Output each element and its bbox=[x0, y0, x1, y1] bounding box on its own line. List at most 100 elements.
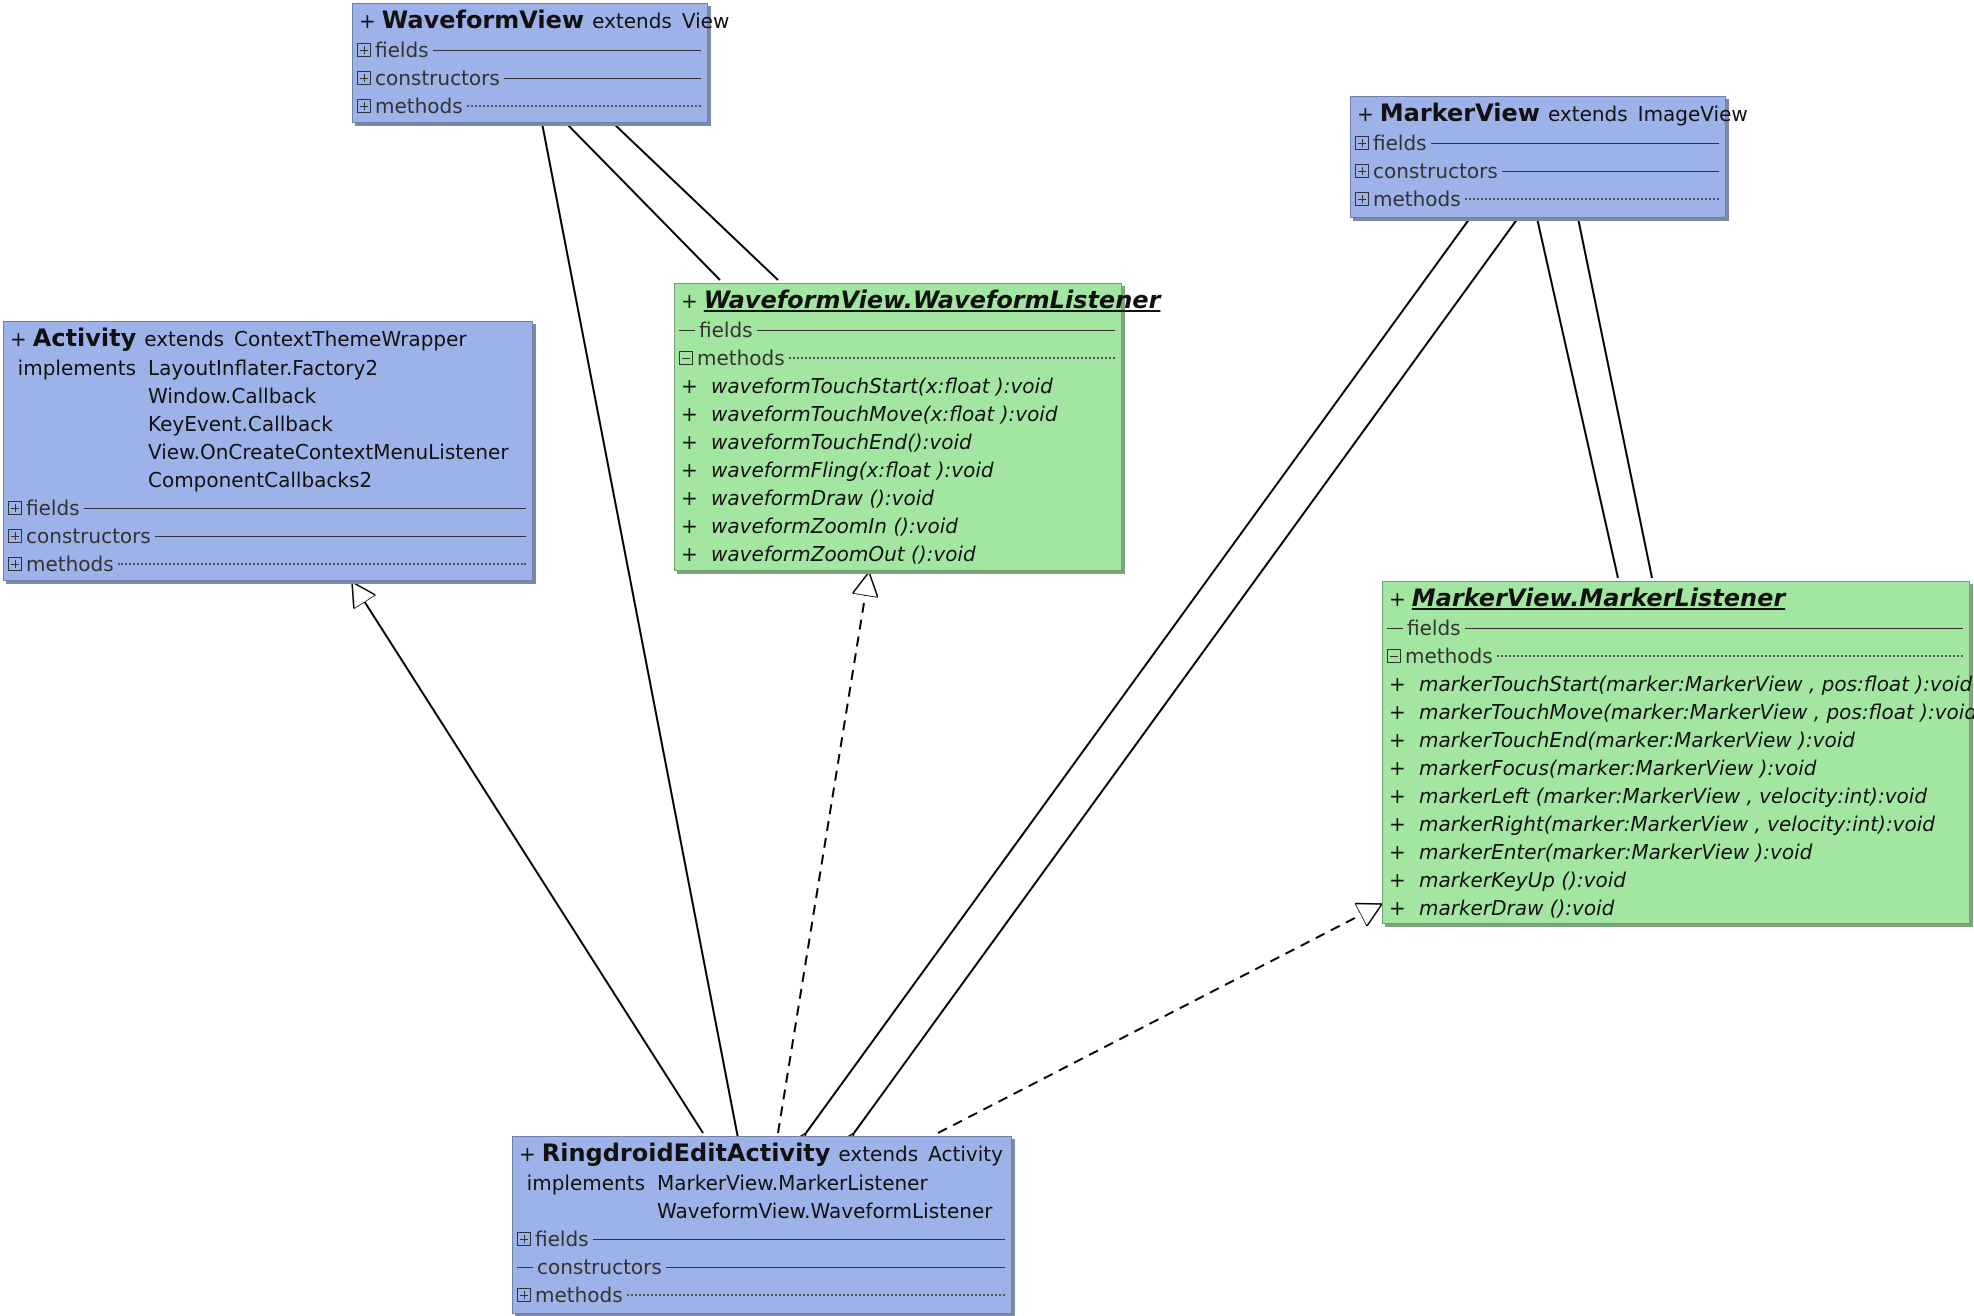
plus-box-icon[interactable] bbox=[8, 501, 22, 515]
method-signature: waveformTouchStart(x:float ):void bbox=[711, 374, 1053, 398]
plus-box-icon[interactable] bbox=[357, 99, 371, 113]
section-label: methods bbox=[375, 94, 463, 118]
plus-box-icon[interactable] bbox=[517, 1288, 531, 1302]
section-fields[interactable]: fields bbox=[353, 36, 707, 64]
extends-keyword: extends bbox=[592, 9, 672, 33]
minus-box-icon[interactable] bbox=[1387, 649, 1401, 663]
interface-name: WaveformView.WaveformListener bbox=[657, 1199, 993, 1223]
parent-class: ContextThemeWrapper bbox=[234, 327, 467, 351]
divider bbox=[83, 507, 526, 509]
divider bbox=[1464, 198, 1719, 200]
method-signature: markerTouchMove(marker:MarkerView , pos:… bbox=[1419, 700, 1974, 724]
section-constructors[interactable]: constructors bbox=[4, 522, 532, 550]
section-methods[interactable]: methods bbox=[675, 344, 1121, 372]
plus-box-icon[interactable] bbox=[357, 71, 371, 85]
visibility-marker: + bbox=[1389, 728, 1406, 752]
section-methods[interactable]: methods bbox=[1351, 185, 1725, 213]
visibility-marker: + bbox=[1357, 102, 1374, 126]
visibility-marker: + bbox=[681, 542, 698, 566]
implements-row: WaveformView.WaveformListener bbox=[513, 1197, 1011, 1225]
method-row: +markerTouchMove(marker:MarkerView , pos… bbox=[1383, 698, 1974, 726]
divider bbox=[117, 563, 526, 565]
divider bbox=[592, 1238, 1005, 1240]
section-label: fields bbox=[1407, 616, 1461, 640]
class-name: WaveformView bbox=[381, 6, 585, 34]
method-signature: markerTouchStart(marker:MarkerView , pos… bbox=[1419, 672, 1973, 696]
section-label: constructors bbox=[1373, 159, 1498, 183]
section-constructors[interactable]: constructors bbox=[353, 64, 707, 92]
method-row: +waveformTouchEnd():void bbox=[675, 428, 1121, 456]
divider bbox=[665, 1266, 1005, 1268]
plus-box-icon[interactable] bbox=[357, 43, 371, 57]
divider bbox=[626, 1294, 1005, 1296]
section-constructors[interactable]: constructors bbox=[1351, 157, 1725, 185]
divider bbox=[503, 77, 701, 79]
plus-box-icon[interactable] bbox=[8, 557, 22, 571]
edge-aggregation-waveformview bbox=[541, 122, 738, 1138]
section-label: methods bbox=[697, 346, 785, 370]
section-methods[interactable]: methods bbox=[513, 1281, 1011, 1309]
section-label: methods bbox=[1405, 644, 1493, 668]
interface-waveform-listener[interactable]: +WaveformView.WaveformListener fields me… bbox=[674, 283, 1160, 571]
plus-box-icon[interactable] bbox=[517, 1232, 531, 1246]
section-methods[interactable]: methods bbox=[4, 550, 532, 578]
method-row: +markerRight(marker:MarkerView , velocit… bbox=[1383, 810, 1969, 838]
visibility-marker: + bbox=[10, 327, 27, 351]
interface-header: +WaveformView.WaveformListener bbox=[675, 284, 1160, 316]
section-methods[interactable]: methods bbox=[1383, 642, 1969, 670]
section-fields[interactable]: fields bbox=[4, 494, 532, 522]
edge-nesting-waveform-listener bbox=[590, 100, 779, 281]
section-label: fields bbox=[535, 1227, 589, 1251]
method-signature: markerDraw ():void bbox=[1419, 896, 1615, 920]
extends-keyword: extends bbox=[1547, 102, 1628, 126]
interface-header: +MarkerView.MarkerListener bbox=[1383, 582, 1969, 614]
method-signature: markerFocus(marker:MarkerView ):void bbox=[1419, 756, 1817, 780]
minus-box-icon[interactable] bbox=[679, 351, 693, 365]
method-row: +markerTouchStart(marker:MarkerView , po… bbox=[1383, 670, 1973, 698]
edge-aggregation-markerview-1 bbox=[806, 217, 1471, 1133]
implements-row: ComponentCallbacks2 bbox=[4, 466, 532, 494]
method-row: + markerFocus(marker:MarkerView ):void bbox=[1383, 754, 1969, 782]
plus-box-icon[interactable] bbox=[1355, 192, 1369, 206]
section-methods[interactable]: methods bbox=[353, 92, 707, 120]
interface-name: KeyEvent.Callback bbox=[148, 412, 333, 436]
extends-keyword: extends bbox=[144, 327, 224, 351]
visibility-marker: + bbox=[681, 430, 698, 454]
section-label: constructors bbox=[375, 66, 500, 90]
interface-name: View.OnCreateContextMenuListener bbox=[148, 440, 509, 464]
interface-name: LayoutInflater.Factory2 bbox=[148, 356, 379, 380]
plus-box-icon[interactable] bbox=[1355, 164, 1369, 178]
parent-class: Activity bbox=[928, 1142, 1003, 1166]
plus-box-icon[interactable] bbox=[1355, 136, 1369, 150]
divider bbox=[1501, 170, 1719, 172]
method-signature: markerTouchEnd(marker:MarkerView ):void bbox=[1419, 728, 1855, 752]
visibility-marker: + bbox=[1389, 756, 1406, 780]
divider bbox=[1464, 627, 1963, 629]
divider bbox=[1496, 655, 1963, 657]
edge-nesting-marker-listener bbox=[1521, 191, 1619, 579]
section-label: fields bbox=[699, 318, 753, 342]
section-fields[interactable]: fields bbox=[1351, 129, 1725, 157]
interface-marker-listener[interactable]: +MarkerView.MarkerListener fields method… bbox=[1382, 581, 1974, 924]
method-row: +waveformTouchStart(x:float ):void bbox=[675, 372, 1121, 400]
section-constructors: constructors bbox=[513, 1253, 1011, 1281]
implements-row: Window.Callback bbox=[4, 382, 532, 410]
visibility-marker: + bbox=[1389, 840, 1406, 864]
plus-box-icon[interactable] bbox=[8, 529, 22, 543]
edge-generalization-activity bbox=[352, 582, 704, 1134]
section-fields[interactable]: fields bbox=[513, 1225, 1011, 1253]
visibility-marker: + bbox=[519, 1142, 536, 1166]
section-label: fields bbox=[26, 496, 80, 520]
visibility-marker: + bbox=[681, 289, 698, 313]
visibility-marker: + bbox=[681, 514, 698, 538]
method-row: +waveformDraw ():void bbox=[675, 484, 1121, 512]
method-signature: waveformTouchMove(x:float ):void bbox=[711, 402, 1058, 426]
extends-keyword: extends bbox=[838, 1142, 919, 1166]
